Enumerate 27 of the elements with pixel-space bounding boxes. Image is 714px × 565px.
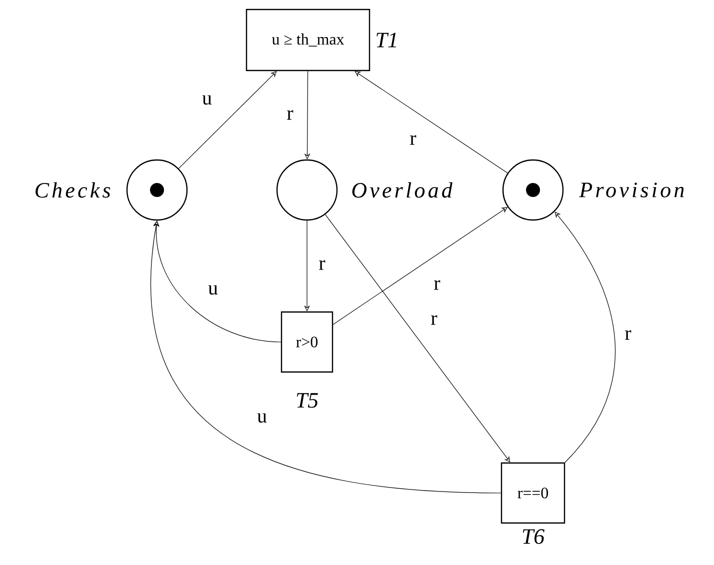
node-label: T5 [296,393,318,408]
edge-label: r [430,314,438,326]
arrow [178,71,277,169]
node-label: T6 [522,529,544,544]
edge-label: u [207,284,219,296]
place-circle [502,159,564,221]
node-label: Overload [352,182,452,198]
node-label: Provision [579,182,684,198]
edge-label: r [408,134,418,146]
place-circle [126,159,188,221]
edge-label: u [256,412,268,424]
transition-box: r>0 [280,311,334,373]
arrow [354,71,508,174]
node-label: T1 [376,32,396,48]
edge-label: r [318,259,326,271]
transition-box: u ≥ th_max [246,8,370,72]
place-circle [276,159,338,221]
arrow [150,220,502,494]
edge-label: u [201,94,213,106]
arrow [153,220,282,342]
transition-box: r==0 [500,462,566,524]
node-label: Checks [36,182,110,198]
edge-label: r [624,329,632,341]
edge-label: r [432,279,442,291]
arrow [325,214,510,462]
edge-label: r [286,109,294,121]
arrow [554,212,616,463]
